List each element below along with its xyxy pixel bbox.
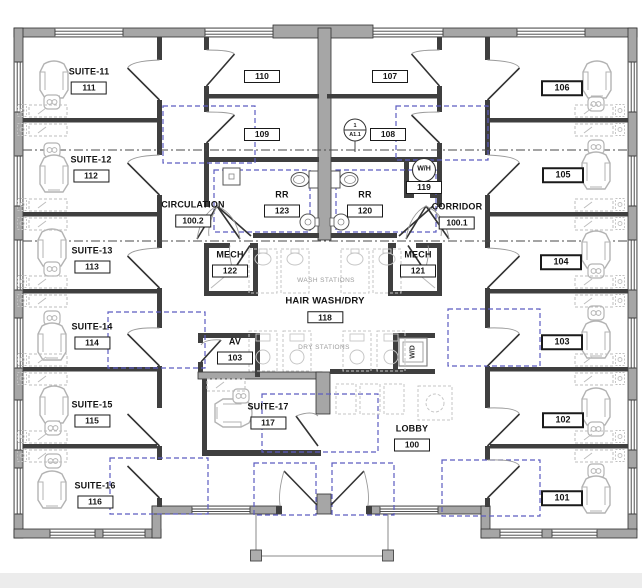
porch — [250, 514, 394, 562]
room-label-110: 110 — [244, 67, 280, 83]
doors — [126, 49, 521, 506]
windows — [14, 28, 637, 538]
room-number-suite-13: 113 — [74, 260, 110, 273]
room-label-101: 101 — [541, 488, 583, 506]
dash-dot-lines — [23, 149, 628, 242]
room-number-suite-11: 111 — [71, 81, 107, 94]
section-marker-number: 1 — [353, 123, 357, 129]
room-label-suite-11: SUITE-11 111 — [68, 66, 110, 94]
room-label-rr-123: RR 123 — [264, 190, 300, 218]
styling-chair-icon — [39, 60, 69, 99]
room-label-wh: W/H — [417, 165, 431, 173]
section-marker-sheet: A1.1 — [349, 131, 361, 138]
sink-icon — [299, 213, 317, 231]
room-label-mech-122: MECH 122 — [212, 250, 248, 278]
restroom-fixtures — [210, 157, 437, 367]
room-label-lobby: LOBBY 100 — [394, 423, 430, 451]
room-label-corridor: CORRIDOR 100.1 — [431, 201, 483, 229]
room-label-104: 104 — [540, 252, 582, 270]
cabinet-icon — [222, 167, 241, 186]
room-label-107: 107 — [372, 67, 408, 83]
room-label-106: 106 — [541, 78, 583, 96]
room-label-suite-12: SUITE-12 112 — [70, 154, 112, 182]
room-label-102: 102 — [542, 410, 584, 428]
room-label-105: 105 — [542, 165, 584, 183]
annotation-wash-stations: WASH STATIONS — [297, 276, 355, 284]
annotation-wd: W/D — [409, 345, 417, 359]
room-label-mech-121: MECH 121 — [400, 250, 436, 278]
door-swing-arcs — [127, 49, 520, 506]
porch-post — [250, 549, 262, 562]
room-label-suite-14: SUITE-14 114 — [71, 321, 113, 349]
room-label-suite-16: SUITE-16 116 — [74, 480, 116, 508]
room-label-suite-15: SUITE-15 115 — [71, 399, 113, 427]
room-label-108: 108 — [370, 125, 406, 141]
room-label-av: AV 103 — [217, 337, 253, 365]
annotation-dry-stations: DRY STATIONS — [298, 343, 350, 351]
room-number-suite-12: 112 — [73, 169, 109, 182]
room-number-suite-17: 117 — [250, 416, 286, 429]
porch-post — [382, 549, 394, 562]
room-label-suite-13: SUITE-13 113 — [71, 245, 113, 273]
room-label-hair-wash-dry: HAIR WASH/DRY 118 — [285, 295, 365, 324]
lobby-furniture — [335, 383, 453, 421]
washer-dryer-icon — [398, 337, 428, 367]
room-number-suite-16: 116 — [77, 495, 113, 508]
wash-stations — [248, 248, 402, 294]
room-number-wh: 119 — [406, 178, 442, 194]
room-label-rr-120: RR 120 — [347, 190, 383, 218]
cart-icon — [43, 94, 61, 110]
room-number-suite-15: 115 — [74, 414, 110, 427]
door-leaves — [126, 53, 521, 506]
room-label-suite-17: SUITE-17 117 — [247, 401, 289, 429]
room-number-suite-14: 114 — [74, 336, 110, 349]
page-edge-strip — [0, 573, 642, 588]
room-label-103: 103 — [541, 332, 583, 350]
section-marker-icon — [343, 118, 367, 152]
room-label-109: 109 — [244, 125, 280, 141]
room-label-circulation: CIRCULATION 100.2 — [161, 199, 225, 227]
